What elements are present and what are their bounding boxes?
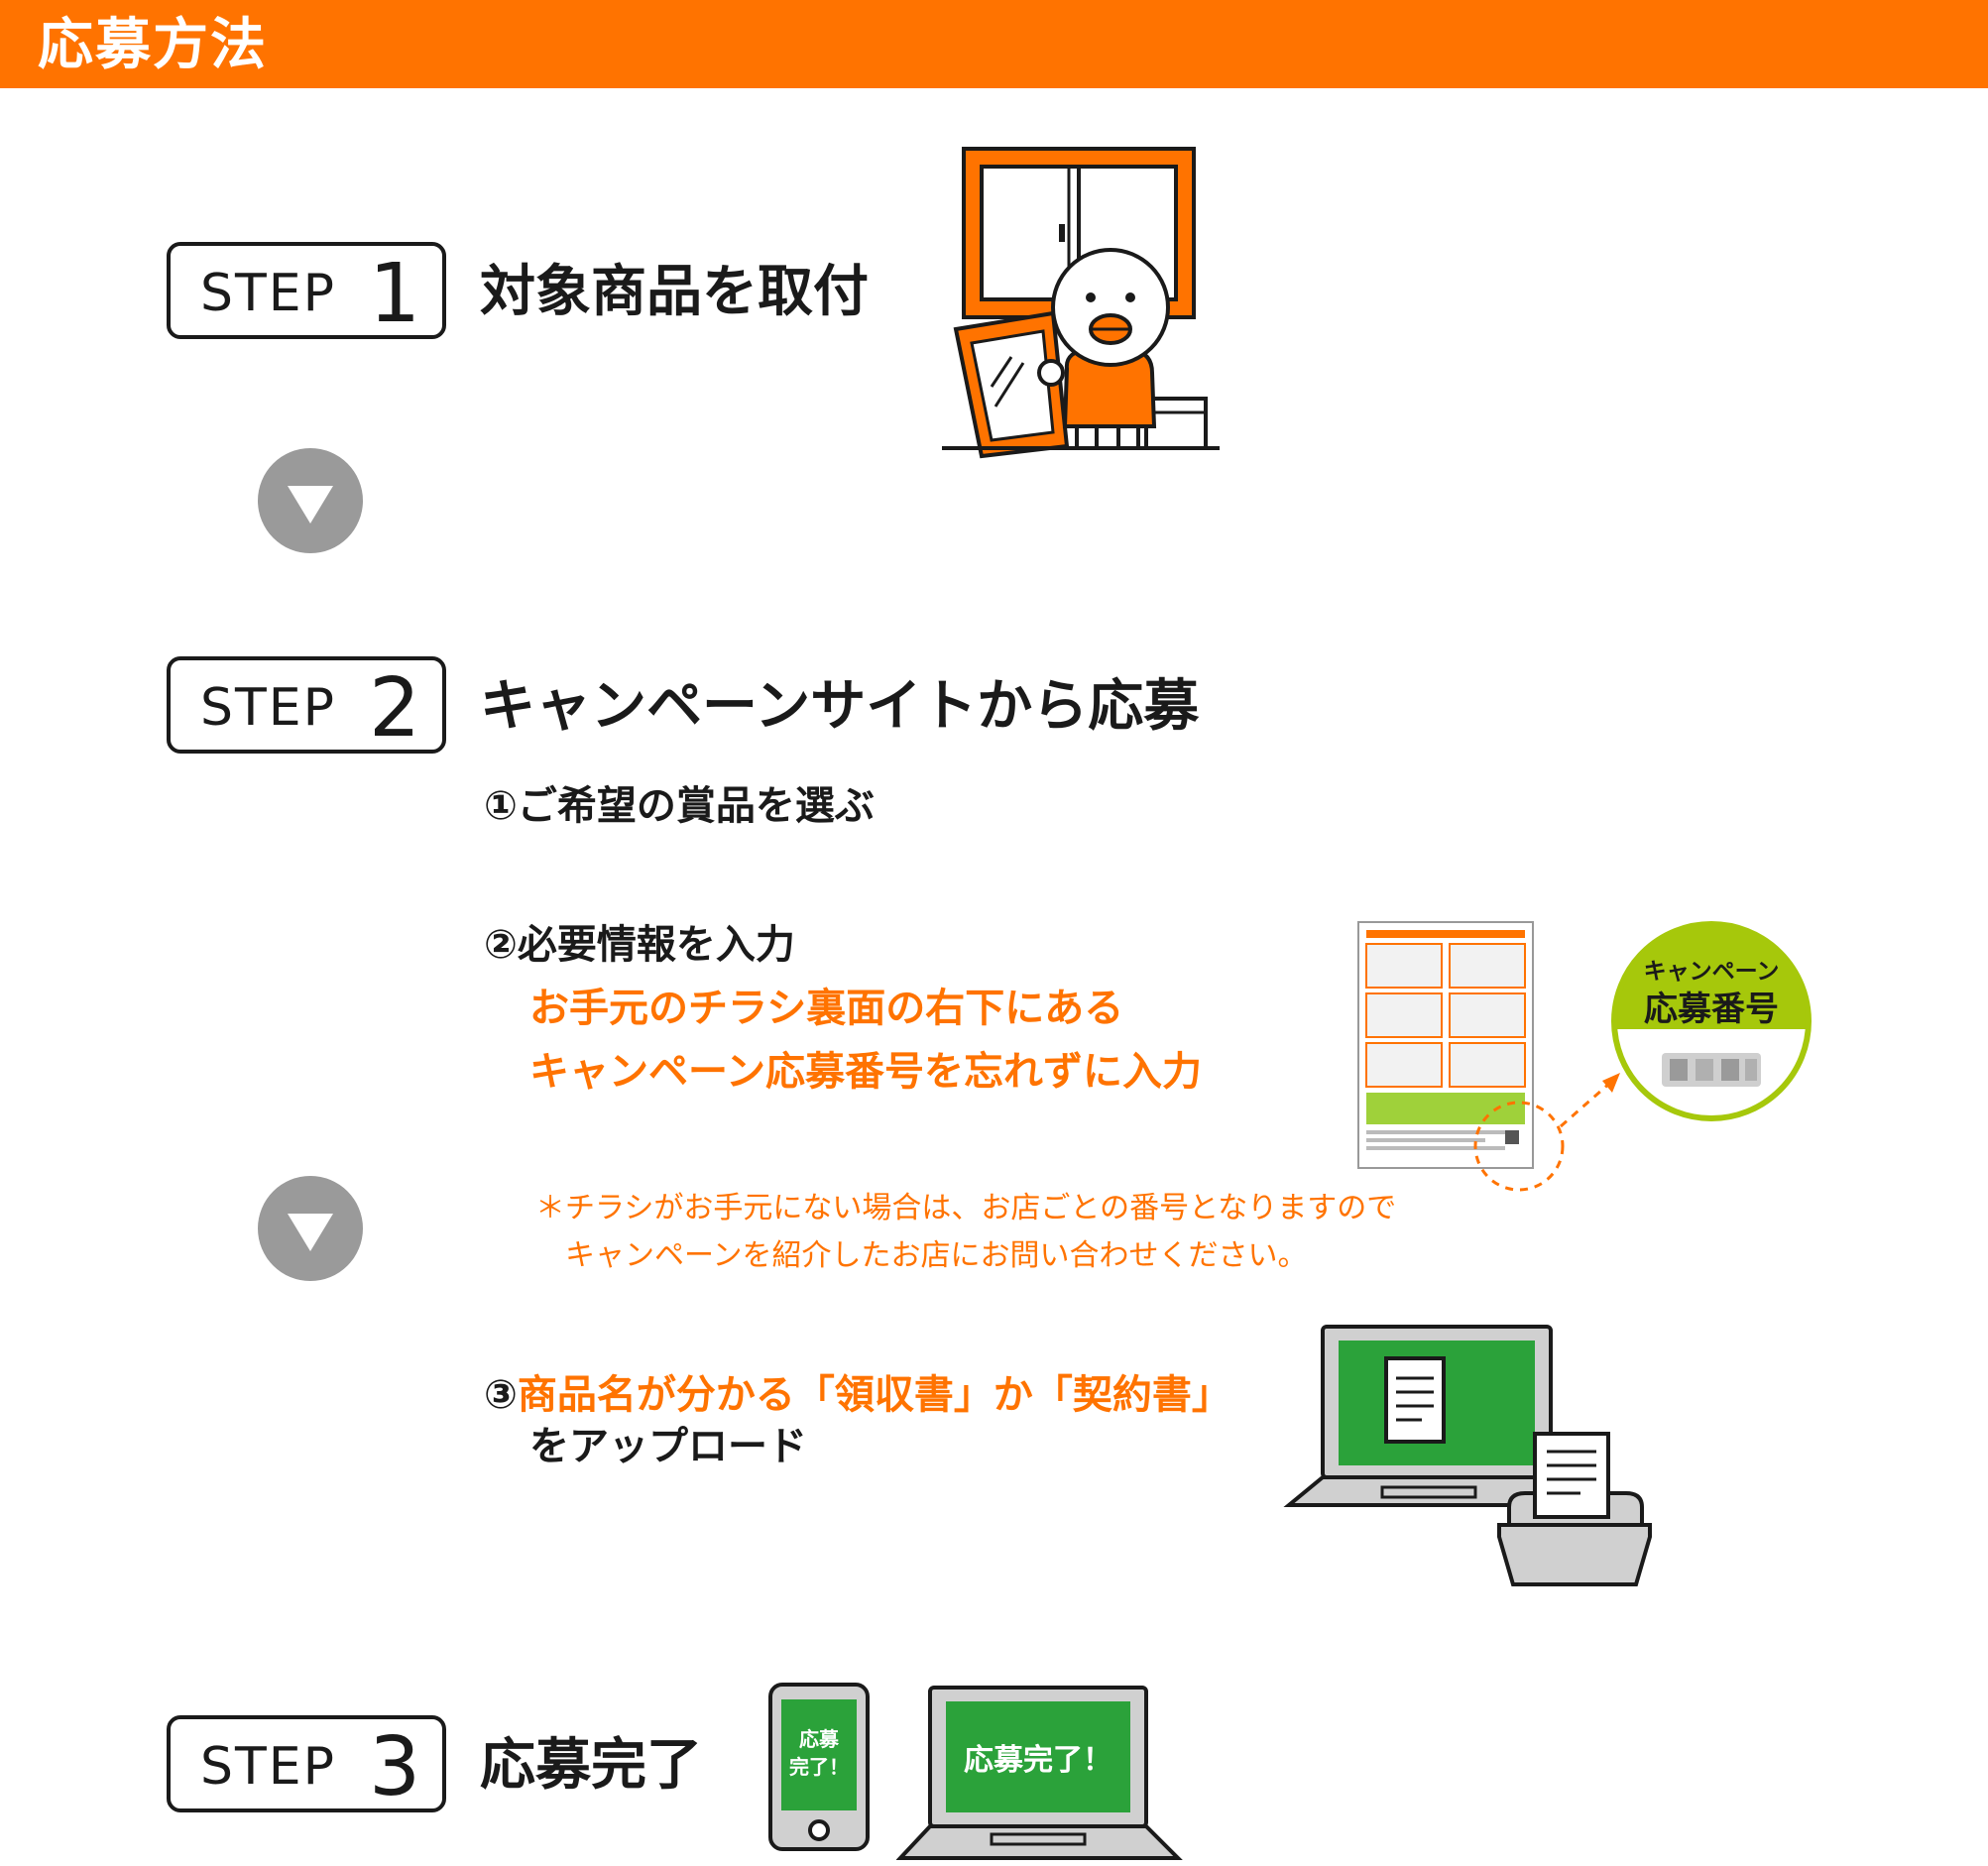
step-3-number: 3	[369, 1720, 421, 1814]
step-2-item-2-line-2: キャンペーン応募番号を忘れずに入力	[529, 1049, 1202, 1095]
header-bar	[0, 0, 1988, 88]
badge-line-2: 応募番号	[1644, 990, 1779, 1029]
step-2-number: 2	[369, 661, 421, 756]
note-line-1: ＊チラシがお手元にない場合は、お店ごとの番号となりますので	[535, 1191, 1397, 1225]
step-3-word: STEP	[200, 1737, 336, 1797]
page-title: 応募方法	[38, 13, 268, 77]
campaign-number-badge: キャンペーン 応募番号	[1610, 920, 1813, 1122]
laptop-screen-text: 応募完了！	[964, 1743, 1112, 1778]
step-2-item-2-label: ②必要情報を入力	[484, 922, 795, 968]
step-2-item-1: ①ご希望の賞品を選ぶ	[484, 783, 875, 829]
item-3-highlight: 商品名が分かる「領収書」か「契約書」	[517, 1372, 1231, 1418]
step-1-title: 対象商品を取付	[480, 260, 869, 324]
step-2-title: キャンペーンサイトから応募	[480, 674, 1200, 739]
phone-screen-line-2: 完了！	[789, 1755, 849, 1779]
item-3-number: ③	[484, 1372, 518, 1418]
window-installer-illustration	[942, 147, 1220, 459]
badge-line-1: キャンペーン	[1643, 959, 1780, 985]
down-arrow-icon	[258, 448, 363, 553]
flyer-callout-arrow	[1473, 1073, 1620, 1192]
phone-screen-line-1: 応募	[799, 1727, 839, 1751]
step-2-item-3-line-1: ③商品名が分かる「領収書」か「契約書」	[484, 1368, 1231, 1422]
down-arrow-icon	[258, 1176, 363, 1281]
flyer-thumbnail	[1357, 921, 1534, 1169]
step-2-word: STEP	[200, 678, 336, 738]
note-line-2: キャンペーンを紹介したお店にお問い合わせください。	[565, 1238, 1308, 1273]
step-1-word: STEP	[200, 264, 336, 323]
step-2-item-2-line-1: お手元のチラシ裏面の右下にある	[529, 986, 1124, 1031]
step-2-badge: STEP 2	[167, 656, 446, 754]
step-1-badge: STEP 1	[167, 242, 446, 339]
smartphone-icon: 応募 完了！	[767, 1682, 871, 1852]
laptop-document-icon	[1283, 1325, 1652, 1586]
tray-document-icon	[1497, 1432, 1652, 1586]
step-2-item-3-line-2: をアップロード	[529, 1424, 807, 1469]
laptop-icon: 応募完了！	[896, 1684, 1184, 1866]
step-1-number: 1	[369, 247, 421, 341]
step-3-title: 応募完了	[480, 1733, 702, 1798]
step-3-badge: STEP 3	[167, 1715, 446, 1812]
